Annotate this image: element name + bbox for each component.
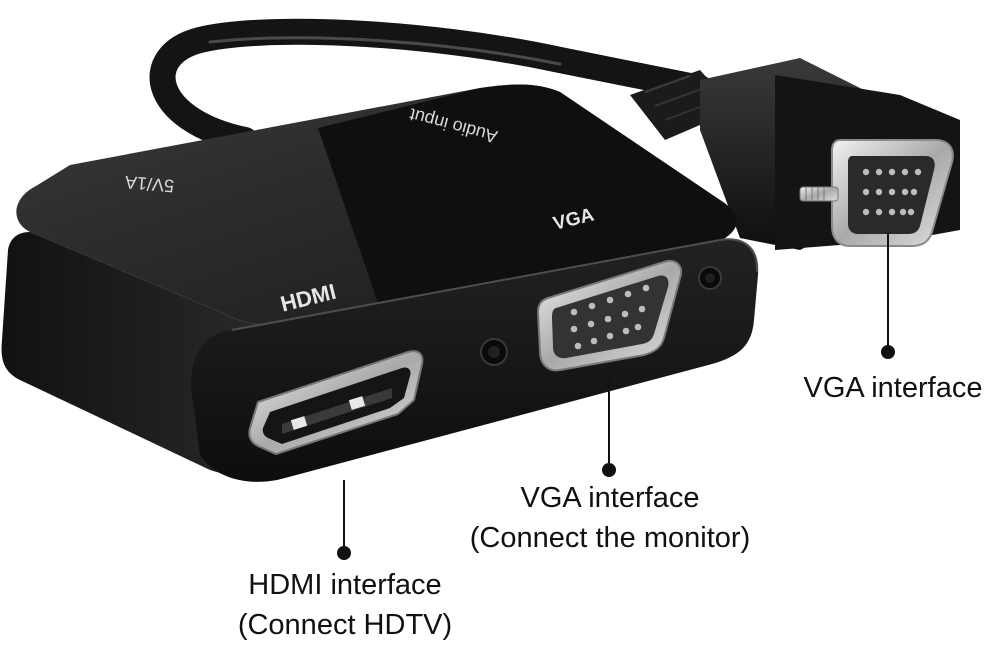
callout-hdmi-port-line2: (Connect HDTV) [237, 609, 453, 641]
thumb-screw [799, 186, 839, 202]
leader-vga-cable [881, 232, 895, 359]
adapter-edge-highlight [231, 238, 759, 331]
callout-vga-port-line2: (Connect the monitor) [469, 522, 751, 554]
label-power: 5V/1A [124, 172, 175, 196]
leader-hdmi-port [337, 480, 351, 560]
hdmi-port [248, 350, 424, 456]
adapter-top-gloss [318, 84, 737, 303]
vga-plug-pins [862, 168, 922, 216]
cable [149, 18, 713, 153]
audio-jack [480, 338, 508, 366]
vga-port [536, 260, 682, 372]
callout-vga-port: VGA interface (Connect the monitor) [440, 478, 780, 558]
vga-port-pins [570, 284, 650, 350]
power-jack [698, 266, 722, 290]
leader-vga-port [602, 380, 616, 477]
callout-vga-cable-line1: VGA interface [803, 372, 983, 404]
callout-hdmi-port: HDMI interface (Connect HDTV) [215, 565, 475, 645]
callout-hdmi-port-line1: HDMI interface [248, 569, 442, 601]
cable-highlight [208, 36, 562, 66]
vga-plug [700, 58, 960, 250]
callout-vga-cable: VGA interface [788, 368, 998, 408]
callout-vga-port-line1: VGA interface [520, 482, 700, 514]
